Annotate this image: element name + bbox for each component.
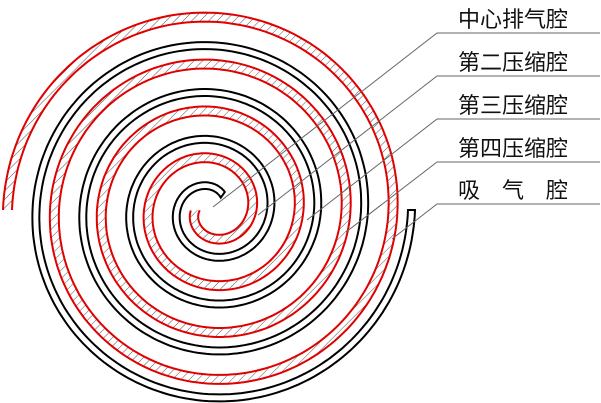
leader-line-3: [306, 118, 600, 221]
label-third-compression-chamber: 第三压缩腔: [458, 94, 568, 119]
leader-line-1: [212, 32, 600, 208]
label-fourth-compression-chamber: 第四压缩腔: [458, 137, 568, 162]
leader-line-2: [257, 75, 600, 216]
label-central-discharge-chamber: 中心排气腔: [458, 8, 568, 33]
fixed-scroll-hatch: [3, 12, 398, 384]
fixed-scroll-outer-edge: [2, 11, 399, 385]
label-suction-chamber: 吸 气 腔: [458, 179, 568, 204]
fixed-scroll-inner-edge: [11, 20, 390, 376]
orbiting-scroll: [31, 41, 417, 403]
leader-line-5: [391, 203, 600, 240]
leader-line-4: [345, 161, 600, 233]
label-second-compression-chamber: 第二压缩腔: [458, 51, 568, 76]
